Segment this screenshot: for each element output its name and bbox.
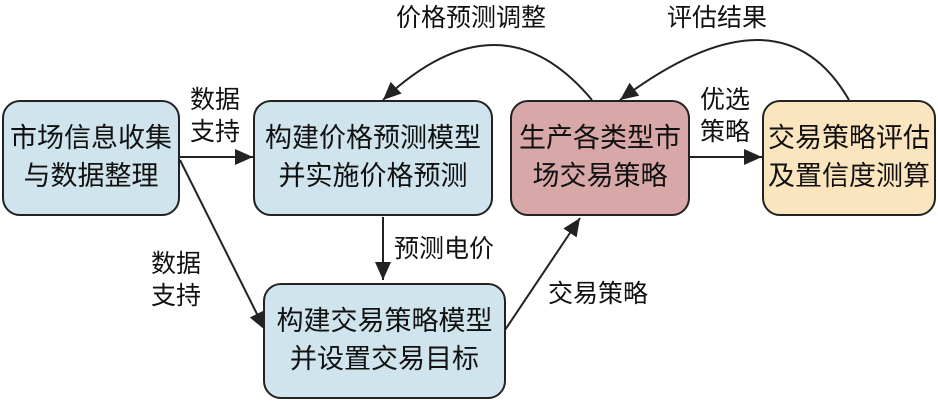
label-data-support-top-line2: 支持 bbox=[189, 117, 240, 146]
label-data-support-top: 数据 支持 bbox=[185, 84, 245, 148]
node-price-model-line1: 构建价格预测模型 bbox=[265, 123, 481, 154]
label-preferred-strategy-line1: 优选 bbox=[699, 85, 750, 114]
node-market-info-line1: 市场信息收集 bbox=[10, 123, 172, 154]
label-data-support-left-line1: 数据 bbox=[150, 249, 201, 278]
node-trade-model-line2: 并设置交易目标 bbox=[290, 344, 479, 375]
node-trade-model: 构建交易策略模型 并设置交易目标 bbox=[263, 283, 506, 399]
label-preferred-strategy-line2: 策略 bbox=[699, 117, 750, 146]
node-evaluation: 交易策略评估 及置信度测算 bbox=[762, 100, 936, 216]
label-data-support-top-line1: 数据 bbox=[189, 85, 240, 114]
node-strategy-gen-line1: 生产各类型市 bbox=[519, 123, 681, 154]
node-market-info-line2: 与数据整理 bbox=[23, 161, 159, 192]
node-market-info: 市场信息收集 与数据整理 bbox=[2, 100, 180, 216]
arrow-eval-to-strategy-feedback bbox=[619, 39, 850, 101]
node-price-model-line2: 并实施价格预测 bbox=[278, 161, 468, 192]
node-trade-model-line1: 构建交易策略模型 bbox=[276, 306, 493, 337]
label-preferred-strategy: 优选 策略 bbox=[695, 84, 755, 148]
label-forecast-price: 预测电价 bbox=[394, 234, 495, 263]
arrow-strategy-to-price-feedback bbox=[382, 44, 593, 101]
node-price-model: 构建价格预测模型 并实施价格预测 bbox=[253, 100, 493, 216]
arrow-trade-to-strategy bbox=[504, 217, 581, 331]
node-evaluation-line1: 交易策略评估 bbox=[768, 123, 930, 154]
label-trade-strategy: 交易策略 bbox=[548, 279, 649, 308]
label-price-adjust: 价格预测调整 bbox=[396, 3, 547, 32]
label-data-support-left: 数据 支持 bbox=[146, 248, 206, 312]
arrow-market-to-trade bbox=[179, 159, 266, 331]
label-data-support-left-line2: 支持 bbox=[150, 281, 201, 310]
node-evaluation-line2: 及置信度测算 bbox=[768, 161, 930, 192]
node-strategy-gen-line2: 场交易策略 bbox=[532, 161, 668, 192]
label-eval-result: 评估结果 bbox=[667, 3, 768, 32]
node-strategy-gen: 生产各类型市 场交易策略 bbox=[510, 100, 690, 216]
